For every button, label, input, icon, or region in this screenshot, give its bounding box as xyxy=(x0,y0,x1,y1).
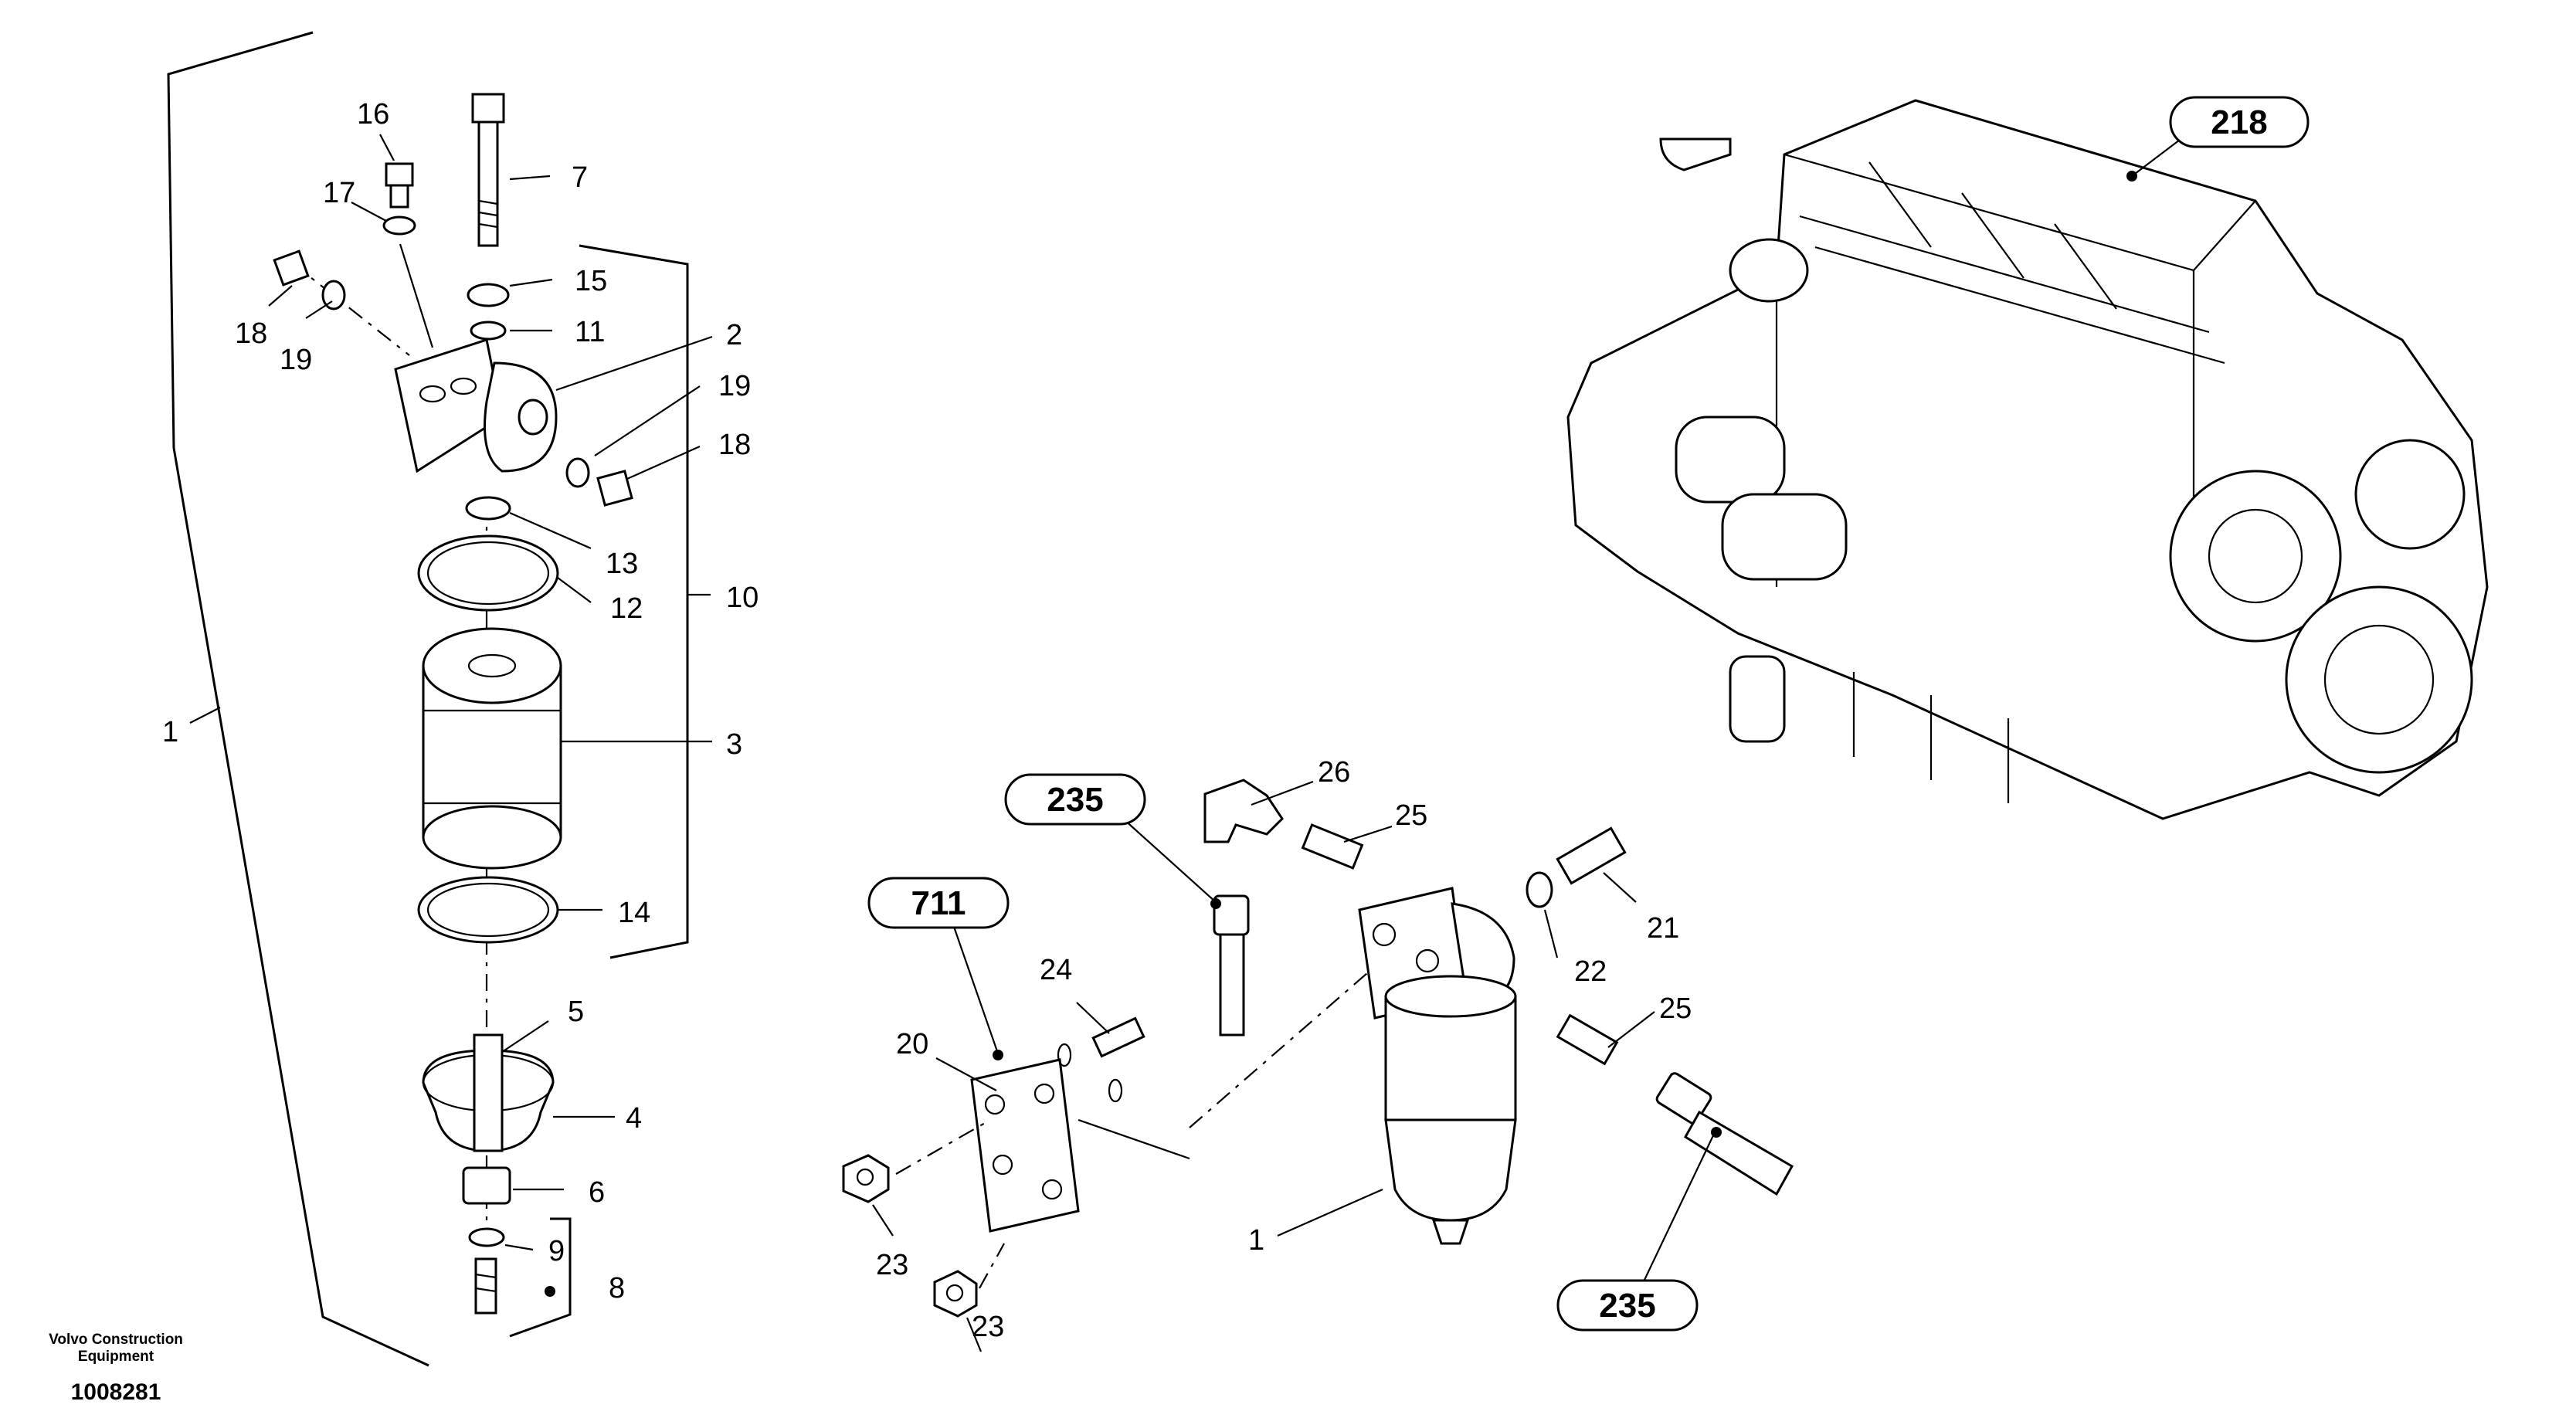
callout-10: 10 xyxy=(726,582,759,614)
washer-22 xyxy=(1526,871,1553,908)
drain-6 xyxy=(462,1166,511,1205)
callout-15: 15 xyxy=(575,265,607,297)
callout-22: 22 xyxy=(1574,955,1607,988)
drawing-number: 1008281 xyxy=(71,1379,161,1405)
company-name-line1: Volvo Construction xyxy=(49,1332,183,1348)
water-bowl-4 xyxy=(422,1033,555,1152)
filter-head-2 xyxy=(394,338,558,473)
callout-24: 24 xyxy=(1040,954,1072,986)
bolt-7 xyxy=(471,93,505,247)
callout-25-lower: 25 xyxy=(1659,992,1692,1025)
reference-235-lower-label: 235 xyxy=(1599,1287,1655,1325)
callout-19-left: 19 xyxy=(280,344,312,376)
callout-25-upper: 25 xyxy=(1395,799,1427,832)
washer-9 xyxy=(468,1227,505,1247)
bolt-21 xyxy=(1556,826,1627,885)
callout-3: 3 xyxy=(726,728,742,761)
bolt-24 xyxy=(1091,1016,1145,1058)
filter-cartridge-3 xyxy=(422,627,562,870)
callout-14: 14 xyxy=(618,897,650,929)
reference-711-label: 711 xyxy=(911,884,966,922)
callout-26: 26 xyxy=(1318,756,1350,789)
plug-18-right xyxy=(596,470,633,507)
callout-5: 5 xyxy=(568,996,584,1028)
washer-15 xyxy=(467,283,510,307)
callout-1: 1 xyxy=(162,716,178,748)
callout-20: 20 xyxy=(896,1028,928,1060)
company-name-line2: Equipment xyxy=(78,1349,154,1365)
callout-19-right: 19 xyxy=(718,370,751,402)
callout-labels: 1 2 3 4 5 6 7 8 9 10 11 12 13 14 15 16 1… xyxy=(162,98,1692,1343)
callout-18-left: 18 xyxy=(235,317,267,350)
callout-4: 4 xyxy=(626,1102,642,1135)
filter-unit-1 xyxy=(1358,887,1517,1245)
callout-18-right: 18 xyxy=(718,429,751,461)
callout-23-lower: 23 xyxy=(972,1311,1004,1343)
o-ring-13 xyxy=(465,496,511,521)
callout-16: 16 xyxy=(357,98,389,131)
mounting-plate-20 xyxy=(970,1058,1080,1233)
fitting-25-upper xyxy=(1301,823,1364,870)
callout-17: 17 xyxy=(323,177,355,209)
washer-17 xyxy=(382,215,416,236)
callout-12: 12 xyxy=(610,592,643,625)
o-ring-11 xyxy=(470,321,507,341)
fitting-25-lower xyxy=(1556,1013,1619,1066)
callout-8: 8 xyxy=(609,1272,625,1305)
mounted-filter-assembly xyxy=(842,137,2184,1352)
engine-overview xyxy=(1566,99,2489,820)
reference-235-upper-label: 235 xyxy=(1047,781,1103,819)
nut-23-lower xyxy=(933,1270,978,1318)
seal-ring-12 xyxy=(417,534,559,612)
hose-235-lower xyxy=(1655,1072,1794,1196)
reference-235-lower[interactable]: 235 xyxy=(1556,1279,1699,1332)
callout-21: 21 xyxy=(1647,912,1679,945)
plug-16 xyxy=(385,162,414,209)
bracket-item-10 xyxy=(579,244,689,959)
reference-711[interactable]: 711 xyxy=(867,877,1010,929)
plug-18-left xyxy=(273,249,346,310)
reference-235-upper[interactable]: 235 xyxy=(1004,773,1146,826)
nut-23-upper xyxy=(842,1154,890,1203)
drain-screw-8 xyxy=(474,1257,497,1315)
reference-218[interactable]: 218 xyxy=(2169,96,2310,148)
callout-7: 7 xyxy=(572,161,588,194)
bracket-item-1 xyxy=(167,31,429,1367)
elbow-26 xyxy=(1203,779,1284,843)
exploded-filter-assembly xyxy=(167,31,713,1367)
callout-11: 11 xyxy=(575,316,605,348)
seal-ring-14 xyxy=(417,876,559,944)
washer-19-right xyxy=(565,457,590,488)
callout-2: 2 xyxy=(726,319,742,351)
callout-13: 13 xyxy=(606,548,638,580)
reference-218-label: 218 xyxy=(2211,103,2267,141)
callout-6: 6 xyxy=(589,1176,605,1209)
footer: Volvo Construction Equipment 1008281 xyxy=(49,1332,183,1405)
callout-1-mounted: 1 xyxy=(1248,1224,1264,1257)
callout-23-upper: 23 xyxy=(876,1249,908,1281)
hose-235-upper xyxy=(1213,894,1250,1036)
callout-9: 9 xyxy=(548,1235,565,1267)
